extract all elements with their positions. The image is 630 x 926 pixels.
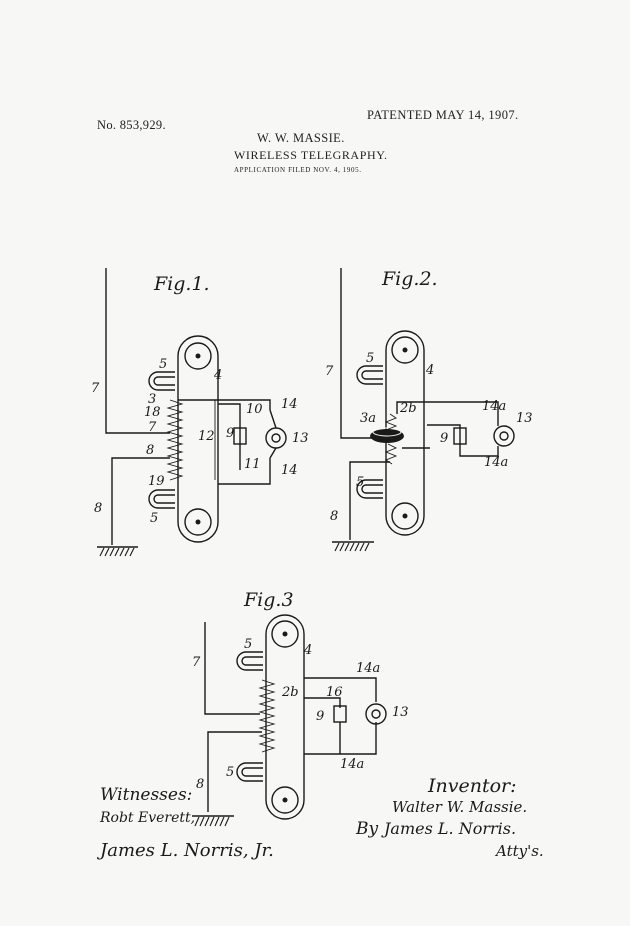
detector xyxy=(365,703,387,725)
fig1-label-14-top: 14 xyxy=(281,397,298,412)
patent-date: PATENTED MAY 14, 1907. xyxy=(367,108,519,122)
magnet-lower xyxy=(356,479,383,499)
inventor-label: Inventor: xyxy=(427,775,517,797)
belt-pulley-assembly xyxy=(177,335,219,543)
fig1-label-14-bottom: 14 xyxy=(281,463,298,478)
fig3-label-5-top: 5 xyxy=(244,637,252,652)
magnet-lower xyxy=(236,762,263,782)
fig3-label-4: 4 xyxy=(303,643,312,658)
ground-symbol xyxy=(97,546,138,557)
figure-3: Fig.3 5 4 7 14a 2b 1 xyxy=(192,589,409,827)
coil-winding xyxy=(166,399,184,481)
attorney-suffix: Atty's. xyxy=(494,842,544,860)
fig1-label-9: 9 xyxy=(226,426,234,441)
magnet-lower xyxy=(148,489,175,509)
signature-block: Witnesses: Robt Everett, James L. Norris… xyxy=(96,775,544,861)
fig3-label-8: 8 xyxy=(196,777,204,792)
fig2-label-2b: 2b xyxy=(399,401,417,416)
fig2-label-14a-bottom: 14a xyxy=(484,455,508,470)
fig3-label-7: 7 xyxy=(192,655,201,670)
fig2-label-4: 4 xyxy=(425,363,434,378)
fig3-label-5-bottom: 5 xyxy=(226,765,234,780)
fig3-label-16: 16 xyxy=(326,685,343,700)
magnet-upper xyxy=(148,371,175,391)
figure-2-title: Fig.2. xyxy=(381,268,438,290)
patent-subject: WIRELESS TELEGRAPHY. xyxy=(234,148,388,162)
attorney-by-label: By xyxy=(355,819,378,839)
coil-winding xyxy=(384,413,398,465)
figure-1: Fig.1. xyxy=(91,268,309,557)
fig2-label-5-bottom: 5 xyxy=(356,475,364,490)
detector xyxy=(493,425,515,447)
ground-wire xyxy=(111,457,170,545)
fig1-label-8-ground: 8 xyxy=(94,501,102,516)
condenser xyxy=(233,427,247,445)
fig2-label-3a: 3a xyxy=(360,411,376,426)
fig2-label-14a-top: 14a xyxy=(482,399,506,414)
fig2-label-13: 13 xyxy=(516,411,533,426)
magnet-upper xyxy=(356,365,383,385)
ground-wire xyxy=(349,461,390,540)
fig1-label-5-bottom: 5 xyxy=(150,511,158,526)
fig1-label-8-inner: 8 xyxy=(146,443,154,458)
circuit-wiring xyxy=(396,401,499,457)
aerial-wire xyxy=(105,268,170,434)
figure-2: Fig.2. 5 4 7 3a xyxy=(325,268,533,552)
inventor-name-header: W. W. MASSIE. xyxy=(257,131,345,145)
fig1-label-5-top: 5 xyxy=(159,357,167,372)
aerial-wire xyxy=(204,622,260,715)
condenser xyxy=(453,427,467,445)
witnesses-label: Witnesses: xyxy=(100,785,192,805)
application-filed: APPLICATION FILED NOV. 4, 1905. xyxy=(234,166,362,174)
witness-1-signature: Robt Everett, xyxy=(99,810,195,826)
fig3-label-9: 9 xyxy=(316,709,324,724)
ground-symbol xyxy=(332,541,374,552)
aerial-wire xyxy=(340,268,378,439)
fig1-label-3: 3 xyxy=(148,392,156,407)
fig1-label-19: 19 xyxy=(148,474,165,489)
detector xyxy=(265,427,287,449)
fig1-label-13: 13 xyxy=(292,431,309,446)
ground-wire xyxy=(207,731,262,812)
fig3-label-2b: 2b xyxy=(281,685,299,700)
figure-1-title: Fig.1. xyxy=(153,273,210,295)
fig1-label-12: 12 xyxy=(198,429,215,444)
fig1-label-10: 10 xyxy=(246,402,263,417)
fig1-label-11: 11 xyxy=(244,457,261,472)
fig1-label-7-inner: 7 xyxy=(148,420,157,435)
witness-2-signature: James L. Norris, Jr. xyxy=(96,840,274,861)
figure-3-title: Fig.3 xyxy=(243,589,294,611)
fig2-label-7: 7 xyxy=(325,364,334,379)
patent-number: No. 853,929. xyxy=(97,118,166,132)
ground-symbol xyxy=(192,815,234,827)
inventor-signature: Walter W. Massie. xyxy=(392,798,527,816)
attorney-signature: James L. Norris. xyxy=(381,819,516,838)
belt-pulley-assembly xyxy=(385,330,425,536)
fig3-label-14a-top: 14a xyxy=(356,661,380,676)
circuit-wiring xyxy=(178,399,271,485)
fig1-label-4: 4 xyxy=(213,368,222,383)
fig2-label-9: 9 xyxy=(440,431,448,446)
coil-winding xyxy=(258,679,276,753)
fig2-label-5-top: 5 xyxy=(366,351,374,366)
magnet-upper xyxy=(236,651,263,671)
circuit-wiring xyxy=(304,677,377,755)
fig3-label-13: 13 xyxy=(392,705,409,720)
fig2-label-8: 8 xyxy=(330,509,338,524)
fig3-label-14a-bottom: 14a xyxy=(340,757,364,772)
fig1-label-7-aerial: 7 xyxy=(91,381,100,396)
condenser xyxy=(333,705,347,723)
fig1-label-18: 18 xyxy=(144,405,161,420)
belt-pulley-assembly xyxy=(265,614,305,820)
